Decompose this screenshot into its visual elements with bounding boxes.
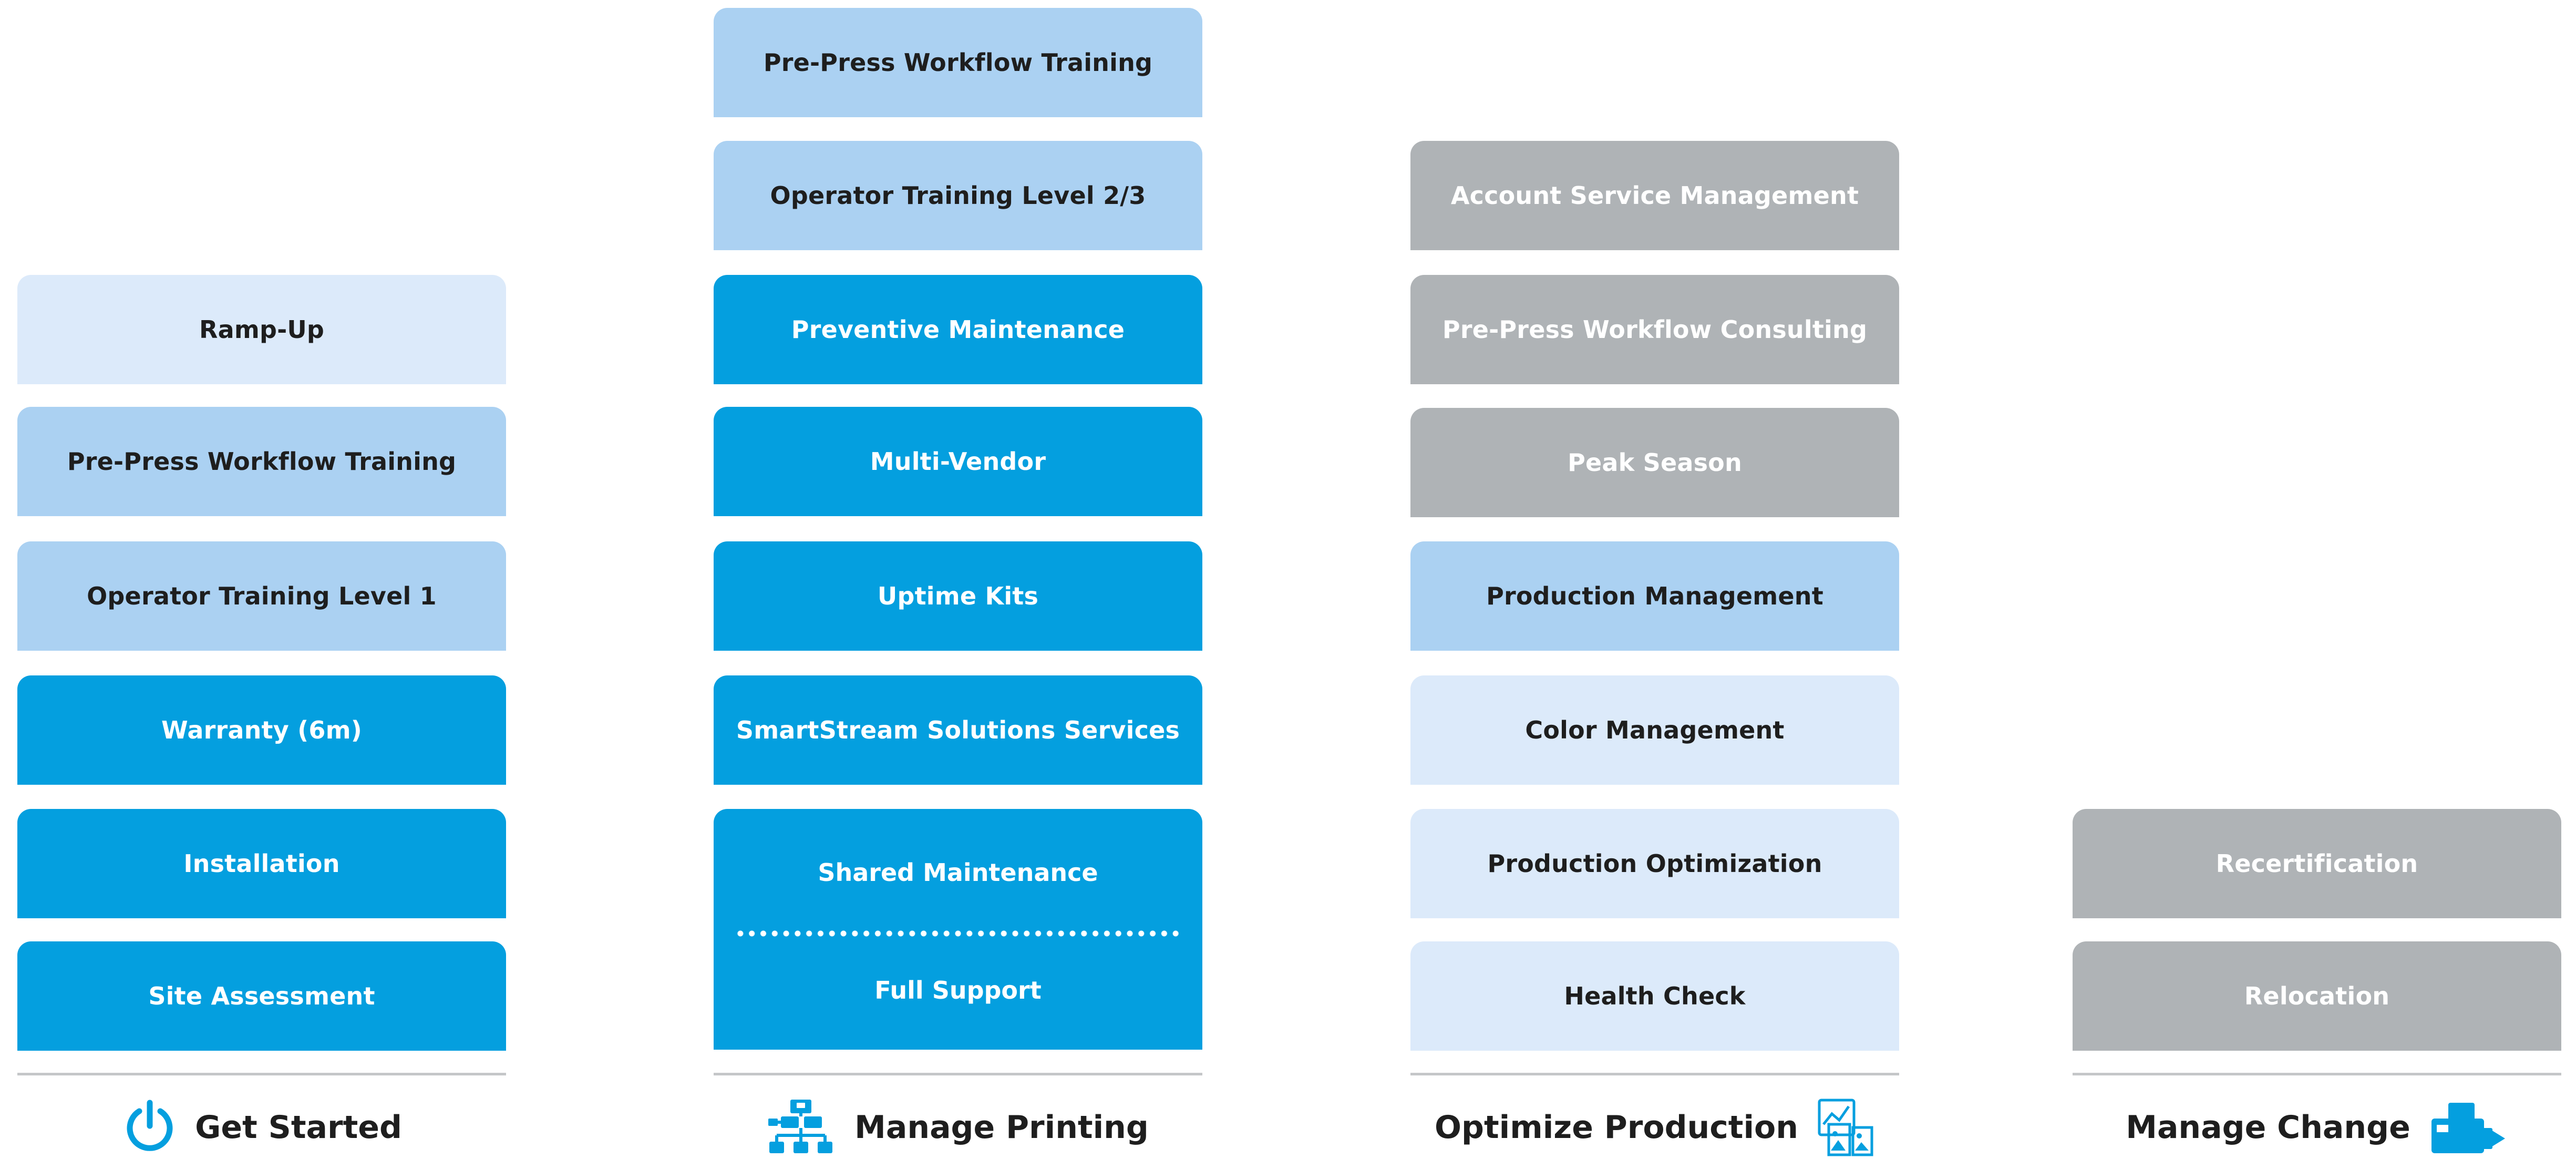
workflow-network-icon xyxy=(767,1099,836,1156)
service-label-full-support: Full Support xyxy=(874,976,1042,1004)
service-box-ramp-up: Ramp-Up xyxy=(17,275,506,384)
column-footer-manage-change: Manage Change xyxy=(2054,1096,2576,1159)
column-footer-optimize-production: Optimize Production xyxy=(1392,1096,1918,1159)
service-box-peak-season: Peak Season xyxy=(1410,408,1899,517)
service-box-warranty: Warranty (6m) xyxy=(17,675,506,785)
power-icon xyxy=(123,1100,176,1155)
service-box-relocation: Relocation xyxy=(2073,941,2561,1051)
service-box-recertification: Recertification xyxy=(2073,809,2561,918)
service-box-multi-vendor: Multi-Vendor xyxy=(714,407,1202,516)
column-title-manage-printing: Manage Printing xyxy=(854,1109,1149,1146)
service-box-production-management: Production Management xyxy=(1410,541,1899,651)
service-box-installation: Installation xyxy=(17,809,506,918)
press-relocation-icon xyxy=(2429,1099,2508,1156)
service-box-site-assessment: Site Assessment xyxy=(17,941,506,1051)
column-divider xyxy=(17,1073,506,1075)
service-box-operator-training-level-1: Operator Training Level 1 xyxy=(17,541,506,651)
service-box-operator-training-level-2-3: Operator Training Level 2/3 xyxy=(714,141,1202,250)
column-divider xyxy=(714,1073,1202,1075)
dotted-divider xyxy=(735,930,1181,937)
column-divider xyxy=(2073,1073,2561,1075)
service-label-shared-maintenance: Shared Maintenance xyxy=(818,858,1098,887)
service-box-pre-press-workflow-consulting: Pre-Press Workflow Consulting xyxy=(1410,275,1899,384)
service-box-preventive-maintenance: Preventive Maintenance xyxy=(714,275,1202,384)
column-title-optimize-production: Optimize Production xyxy=(1435,1109,1798,1146)
service-box-health-check: Health Check xyxy=(1410,941,1899,1051)
service-box-uptime-kits: Uptime Kits xyxy=(714,541,1202,651)
service-box-production-optimization: Production Optimization xyxy=(1410,809,1899,918)
column-title-manage-change: Manage Change xyxy=(2126,1109,2410,1146)
column-footer-manage-printing: Manage Printing xyxy=(695,1096,1221,1159)
service-box-account-service-management: Account Service Management xyxy=(1410,141,1899,250)
service-box-pre-press-workflow-training-2: Pre-Press Workflow Training xyxy=(714,8,1202,117)
service-box-color-management: Color Management xyxy=(1410,675,1899,785)
reports-documents-icon xyxy=(1817,1098,1875,1157)
service-box-smartstream-solutions-services: SmartStream Solutions Services xyxy=(714,675,1202,785)
column-divider xyxy=(1410,1073,1899,1075)
service-box-pre-press-workflow-training: Pre-Press Workflow Training xyxy=(17,407,506,516)
column-footer-get-started: Get Started xyxy=(0,1096,525,1159)
column-title-get-started: Get Started xyxy=(195,1109,402,1146)
service-box-shared-maintenance-full-support: Shared Maintenance Full Support xyxy=(714,809,1202,1050)
